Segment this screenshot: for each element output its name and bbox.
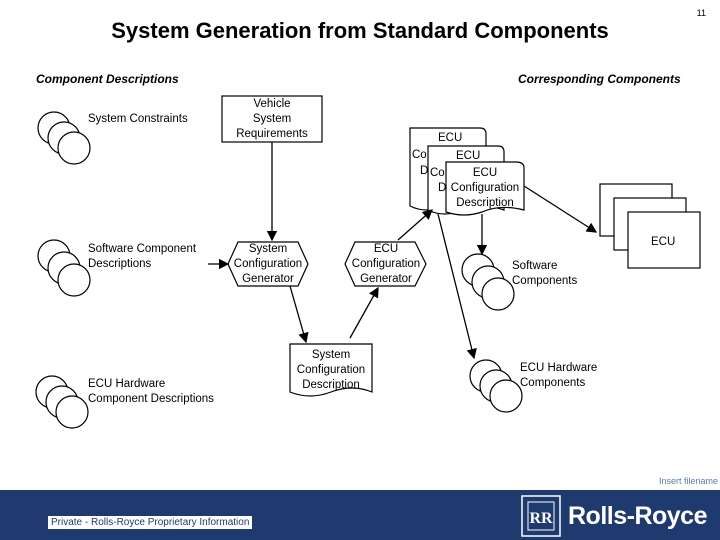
arrow-ecucfg-to-ecu bbox=[523, 185, 598, 233]
private-notice: Private - Rolls-Royce Proprietary Inform… bbox=[48, 516, 253, 529]
hw-desc-label: ECU Hardware Component Descriptions bbox=[88, 378, 214, 405]
system-constraints-label: System Constraints bbox=[88, 113, 188, 125]
system-config-label: System Configuration Description bbox=[296, 349, 366, 391]
ecu-cfg-a-line2: Co bbox=[412, 149, 427, 161]
constraints-stack-icon bbox=[37, 111, 91, 165]
page-number: 11 bbox=[696, 8, 706, 18]
hw-desc-stack-icon bbox=[35, 375, 89, 429]
ecu-cfg-a-line3: D bbox=[420, 165, 429, 177]
hw-components-stack-icon bbox=[469, 359, 523, 413]
rolls-royce-logo: RR bbox=[521, 495, 561, 537]
sw-desc-label: Software Component Descriptions bbox=[88, 243, 197, 270]
ecu-box-label: ECU bbox=[651, 236, 676, 248]
rolls-royce-wordmark: Rolls-Royce bbox=[568, 502, 707, 530]
arrow-generator-to-syscfg bbox=[289, 285, 309, 344]
arrow-ecugen-to-ecucfg bbox=[397, 209, 433, 241]
ecu-cfg-b-title: ECU bbox=[456, 150, 481, 162]
ecu-cfg-b-line2: Co bbox=[430, 167, 445, 179]
insert-filename: Insert filename bbox=[658, 476, 718, 486]
ecu-cfg-a-title: ECU bbox=[438, 132, 463, 144]
svg-text:RR: RR bbox=[529, 510, 553, 527]
system-generator-label: System Configuration Generator bbox=[233, 243, 303, 285]
ecu-box-front bbox=[627, 211, 701, 269]
ecu-cfg-c-label: ECU Configuration Description bbox=[450, 167, 520, 209]
ecu-config-doc-c bbox=[445, 161, 525, 216]
sw-desc-stack-icon bbox=[37, 239, 91, 297]
sw-components-stack-icon bbox=[461, 253, 515, 311]
left-header: Component Descriptions bbox=[36, 72, 179, 86]
slide-title: System Generation from Standard Componen… bbox=[111, 18, 609, 43]
system-config-doc bbox=[289, 343, 373, 397]
arrow-syscfg-to-ecugen bbox=[349, 286, 379, 339]
sw-components-label: Software Components bbox=[512, 260, 578, 287]
ecu-generator-hex bbox=[344, 241, 427, 287]
ecu-cfg-b-line3: D bbox=[438, 182, 447, 194]
right-header: Corresponding Components bbox=[518, 72, 681, 86]
ecu-generator-label: ECU Configuration Generator bbox=[351, 243, 421, 285]
arrow-ecucfg-to-hwcomp bbox=[437, 213, 477, 360]
vehicle-requirements-label: Vehicle System Requirements bbox=[236, 98, 308, 140]
footer-bar bbox=[0, 490, 720, 540]
hw-components-label: ECU Hardware Components bbox=[520, 362, 598, 389]
